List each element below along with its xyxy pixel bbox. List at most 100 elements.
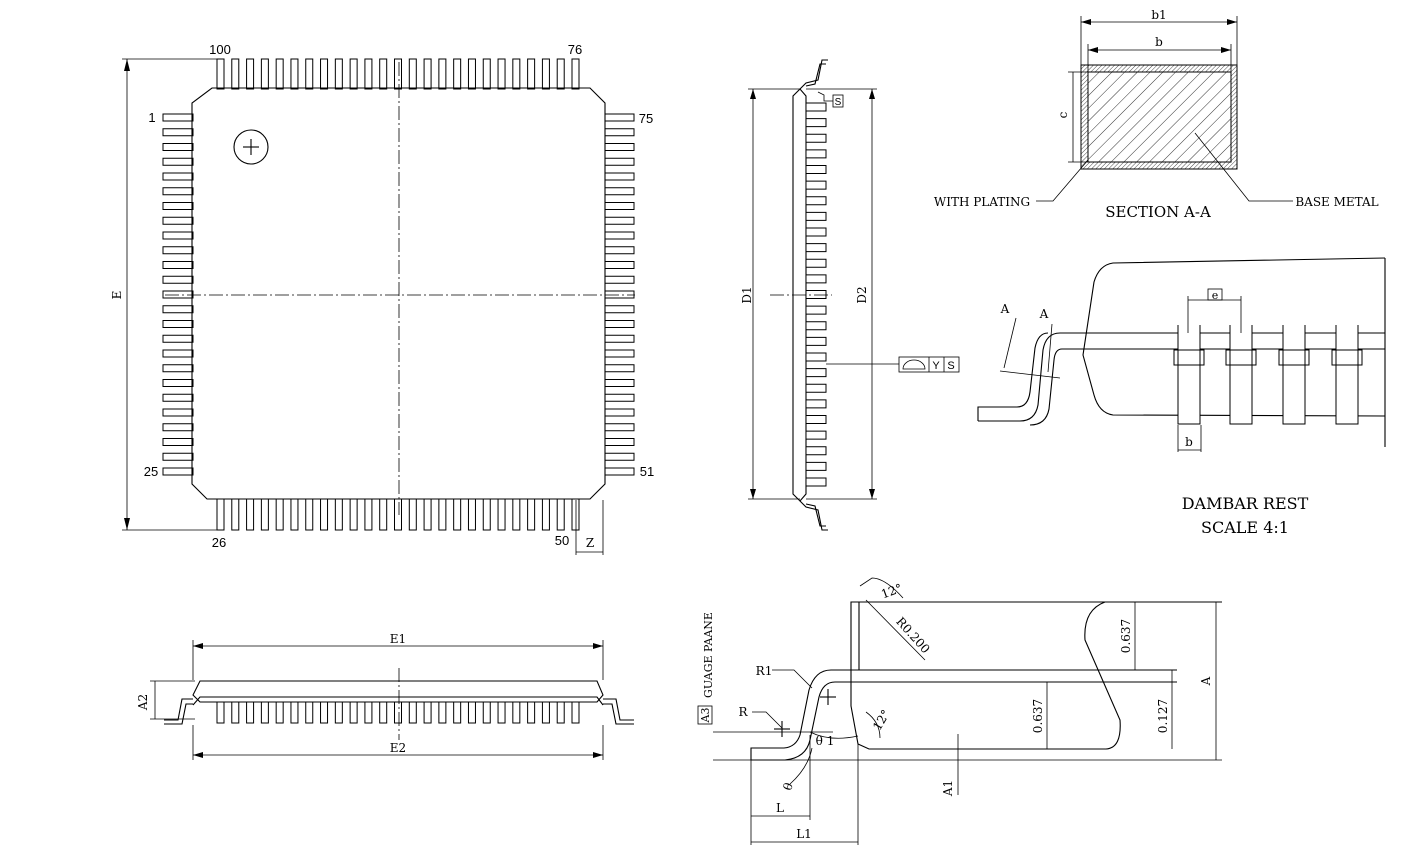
side-lead [527, 701, 536, 724]
pin-lead [162, 423, 194, 432]
end-lead [805, 321, 827, 331]
top-view: 100 76 1 75 25 51 26 50 E Z [110, 42, 654, 555]
side-lead [571, 701, 580, 724]
end-lead [805, 399, 827, 409]
end-lead [805, 415, 827, 424]
end-lead [805, 477, 827, 487]
end-bottom-lead [799, 500, 828, 531]
pin-lead [162, 393, 194, 402]
end-lead [805, 461, 827, 471]
pin-lead [604, 216, 635, 225]
pin-lead [482, 498, 491, 531]
angle-12-top-arc [859, 577, 904, 599]
dimension-0127: 0.127 [1156, 670, 1173, 749]
pin-lead [604, 452, 635, 461]
pin-lead [408, 58, 417, 90]
end-lead-row [805, 102, 827, 487]
pin-lead [497, 58, 506, 90]
base-metal-label: BASE METAL [1295, 195, 1378, 209]
pin1-marker-icon [233, 129, 269, 165]
pin-lead [604, 364, 635, 373]
dimension-a1: A1 [940, 734, 975, 797]
end-lead [805, 336, 827, 346]
pin-lead [604, 157, 635, 166]
theta-label: θ [780, 781, 796, 793]
pin-lead [527, 498, 536, 531]
pin-lead [162, 320, 194, 328]
pin-lead [162, 172, 194, 181]
end-lead [805, 446, 827, 456]
dimension-b-section: b [1087, 35, 1232, 72]
pin-lead [246, 498, 255, 531]
pin-lead [246, 58, 255, 90]
dim-0637-mid-label: 0.637 [1031, 699, 1045, 733]
side-lead [453, 701, 462, 724]
pin-lead [290, 498, 299, 531]
pin-lead [349, 58, 358, 90]
dimension-e-pitch: e [1187, 288, 1242, 333]
side-lead [275, 701, 284, 724]
pin-lead [467, 498, 476, 531]
pin-lead [604, 320, 635, 328]
end-lead [805, 305, 827, 315]
theta1-label: θ 1 [816, 734, 835, 748]
pin-lead [497, 498, 506, 531]
pin-lead [394, 498, 402, 531]
pin-lead [604, 305, 635, 314]
pin-lead [604, 172, 635, 181]
theta1-arc [809, 731, 859, 739]
dim-b1-label: b1 [1151, 8, 1166, 22]
pin-lead [604, 393, 635, 402]
end-lead [805, 352, 827, 362]
pin-lead [305, 498, 314, 531]
pin-lead [438, 58, 447, 90]
pin-lead [162, 334, 194, 343]
dimension-0637-upper: 0.637 [1119, 602, 1136, 670]
end-view: D1 D2 S Y S [740, 59, 960, 531]
pin-lead [305, 58, 314, 90]
side-lead [394, 701, 402, 724]
pin-lead [216, 58, 225, 90]
a3-label: A3 [699, 708, 712, 724]
dim-e-pitch-label: e [1212, 289, 1219, 302]
end-lead [805, 118, 827, 128]
dambar-lead [1331, 325, 1363, 425]
end-lead [805, 165, 827, 174]
dim-z-label: Z [586, 536, 594, 550]
dambar-lead [1173, 325, 1205, 425]
pin-lead [482, 58, 491, 90]
profile-tolerance-frame: Y S [826, 356, 960, 373]
side-lead [216, 701, 225, 724]
dim-0637-top-label: 0.637 [1119, 619, 1133, 653]
pin-label-25: 25 [144, 464, 158, 479]
pin-lead [349, 498, 358, 531]
lead-profile-detail: 12° R0.200 R1 R A3 GUAGE PAANE θ 1 12° θ… [697, 577, 1222, 845]
side-body-lower [192, 696, 604, 706]
pin-lead [541, 58, 550, 90]
pin-lead [162, 467, 194, 476]
dimension-e1: E1 [192, 632, 604, 680]
pin-lead [290, 58, 299, 90]
pin-lead [604, 128, 635, 137]
base-metal-core [1088, 72, 1231, 162]
dambar-lead [1278, 325, 1310, 425]
side-left-gullwing [164, 698, 193, 725]
side-lead [438, 701, 447, 724]
section-cut-right [1047, 323, 1053, 373]
section-a-a: b1 b c WITH PLATING BASE METAL SECTION A… [934, 8, 1379, 221]
pin-lead [571, 58, 580, 90]
dambar-lead [1225, 325, 1257, 425]
section-title: SECTION A-A [1105, 203, 1211, 221]
end-lead [805, 227, 827, 237]
end-lead [805, 274, 827, 284]
side-lead [497, 701, 506, 724]
dim-e1-label: E1 [390, 632, 406, 646]
dambar-lead-profile [978, 332, 1385, 426]
side-lead [260, 701, 269, 724]
dambar-lead-set [1173, 325, 1363, 425]
pin-lead [231, 498, 240, 531]
pin-lead [604, 113, 635, 122]
section-cut-plane [999, 370, 1061, 379]
pin-lead [162, 452, 194, 461]
